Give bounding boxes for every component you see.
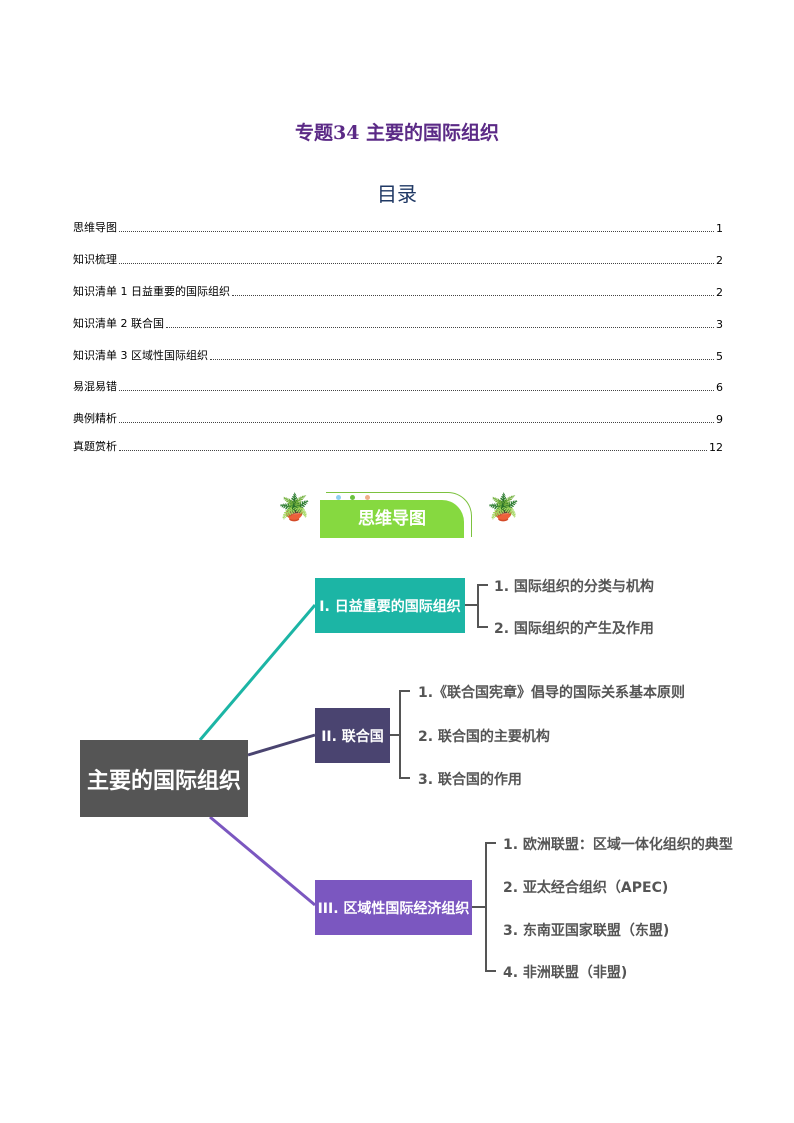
toc-page: 2 bbox=[716, 254, 723, 267]
toc-entry[interactable]: 易混易错 6 bbox=[73, 378, 723, 394]
leaf-item: 1.《联合国宪章》倡导的国际关系基本原则 bbox=[418, 685, 686, 701]
toc-entry[interactable]: 知识清单 1 日益重要的国际组织 2 bbox=[73, 283, 723, 299]
document-title: 专题34 主要的国际组织 bbox=[294, 122, 500, 144]
toc-leader bbox=[232, 295, 714, 296]
plant-icon: 🪴 bbox=[487, 493, 520, 523]
connector-branch-3 bbox=[209, 815, 316, 907]
leaf-item: 1. 国际组织的分类与机构 bbox=[494, 579, 654, 595]
toc-label: 知识清单 1 日益重要的国际组织 bbox=[73, 285, 230, 298]
toc-leader bbox=[119, 263, 714, 264]
toc-entry[interactable]: 知识清单 3 区域性国际组织 5 bbox=[73, 347, 723, 363]
dot-decoration bbox=[365, 495, 370, 500]
leaf-item: 4. 非洲联盟（非盟) bbox=[503, 965, 628, 981]
toc-leader bbox=[166, 327, 714, 328]
leaf-item: 2. 亚太经合组织（APEC) bbox=[503, 880, 669, 896]
toc-page: 9 bbox=[716, 413, 723, 426]
toc-label: 易混易错 bbox=[73, 380, 117, 393]
toc-entry[interactable]: 知识清单 2 联合国 3 bbox=[73, 315, 723, 331]
toc-label: 知识清单 2 联合国 bbox=[73, 317, 164, 330]
toc-entry[interactable]: 知识梳理 2 bbox=[73, 251, 723, 267]
dot-decoration bbox=[336, 495, 341, 500]
toc-label: 真题赏析 bbox=[73, 440, 117, 453]
connector-branch-1 bbox=[198, 604, 317, 741]
toc-entry[interactable]: 真题赏析 12 bbox=[73, 438, 723, 454]
bracket-3 bbox=[472, 842, 496, 972]
toc-entry[interactable]: 典例精析 9 bbox=[73, 410, 723, 426]
dot-decoration bbox=[350, 495, 355, 500]
toc-page: 1 bbox=[716, 222, 723, 235]
connector-branch-2 bbox=[247, 733, 316, 757]
toc-label: 知识梳理 bbox=[73, 253, 117, 266]
toc-leader bbox=[210, 359, 714, 360]
toc-page: 6 bbox=[716, 381, 723, 394]
bracket-2 bbox=[390, 690, 410, 779]
mindmap-center-node: 主要的国际组织 bbox=[80, 740, 248, 817]
toc-page: 3 bbox=[716, 318, 723, 331]
toc-entry[interactable]: 思维导图 1 bbox=[73, 219, 723, 235]
toc-leader bbox=[119, 231, 714, 232]
section-banner: 思维导图 bbox=[320, 500, 464, 538]
leaf-item: 2. 国际组织的产生及作用 bbox=[494, 621, 654, 637]
leaf-item: 3. 东南亚国家联盟（东盟) bbox=[503, 923, 670, 939]
branch-node-2: II. 联合国 bbox=[315, 708, 390, 763]
leaf-item: 2. 联合国的主要机构 bbox=[418, 729, 550, 745]
toc-leader bbox=[119, 450, 707, 451]
branch-node-3: III. 区域性国际经济组织 bbox=[315, 880, 472, 935]
leaf-item: 1. 欧洲联盟：区域一体化组织的典型 bbox=[503, 837, 733, 853]
bracket-1 bbox=[465, 584, 488, 628]
toc-page: 12 bbox=[709, 441, 723, 454]
leaf-item: 3. 联合国的作用 bbox=[418, 772, 522, 788]
banner-outline bbox=[326, 492, 472, 537]
toc-leader bbox=[119, 422, 714, 423]
branch-node-1: I. 日益重要的国际组织 bbox=[315, 578, 465, 633]
toc-label: 思维导图 bbox=[73, 221, 117, 234]
toc-label: 典例精析 bbox=[73, 412, 117, 425]
toc-label: 知识清单 3 区域性国际组织 bbox=[73, 349, 208, 362]
plant-icon: 🪴 bbox=[278, 493, 311, 523]
toc-heading: 目录 bbox=[377, 182, 417, 206]
toc-leader bbox=[119, 390, 714, 391]
toc-page: 2 bbox=[716, 286, 723, 299]
toc-page: 5 bbox=[716, 350, 723, 363]
